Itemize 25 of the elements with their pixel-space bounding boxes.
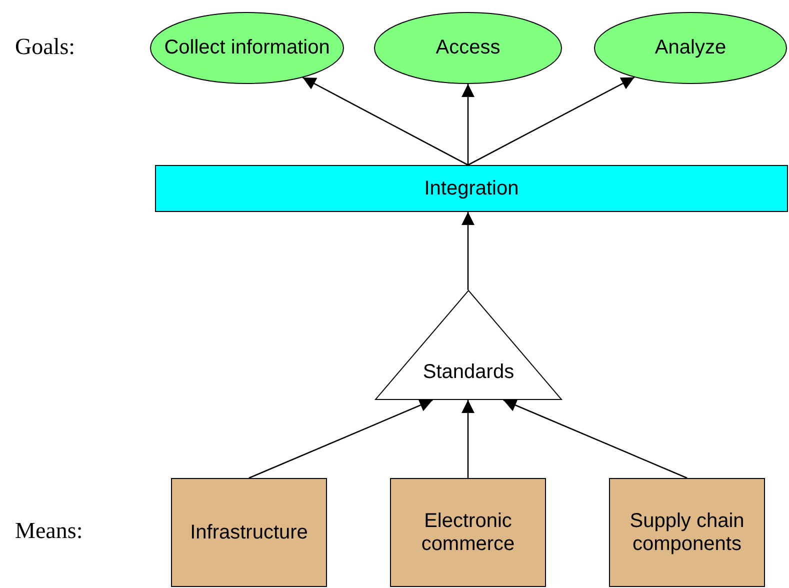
- means-box: [609, 478, 765, 587]
- node-label: Standards: [422, 361, 516, 384]
- arrow: [248, 399, 433, 479]
- row-label: Goals:: [15, 34, 76, 60]
- goal-ellipse: [150, 12, 344, 84]
- means-box: [171, 478, 327, 587]
- node-label: Analyze: [654, 36, 728, 60]
- node-label: Electronic commerce: [420, 510, 516, 556]
- means-box: [390, 478, 546, 587]
- standards-triangle: [375, 290, 562, 400]
- arrow: [503, 399, 688, 479]
- row-label: Means:: [15, 518, 83, 544]
- arrow: [462, 212, 474, 290]
- node-label: Supply chain components: [628, 510, 746, 556]
- integration-bar: [155, 165, 788, 212]
- arrow: [462, 84, 474, 165]
- node-label: Collect information: [163, 36, 331, 60]
- node-label: Infrastructure: [189, 521, 309, 544]
- goal-ellipse: [594, 12, 787, 84]
- arrow: [468, 76, 635, 166]
- arrow: [302, 76, 468, 166]
- arrow: [462, 400, 474, 478]
- node-label: Access: [434, 36, 502, 60]
- goal-ellipse: [374, 12, 562, 84]
- node-label: Integration: [423, 177, 520, 200]
